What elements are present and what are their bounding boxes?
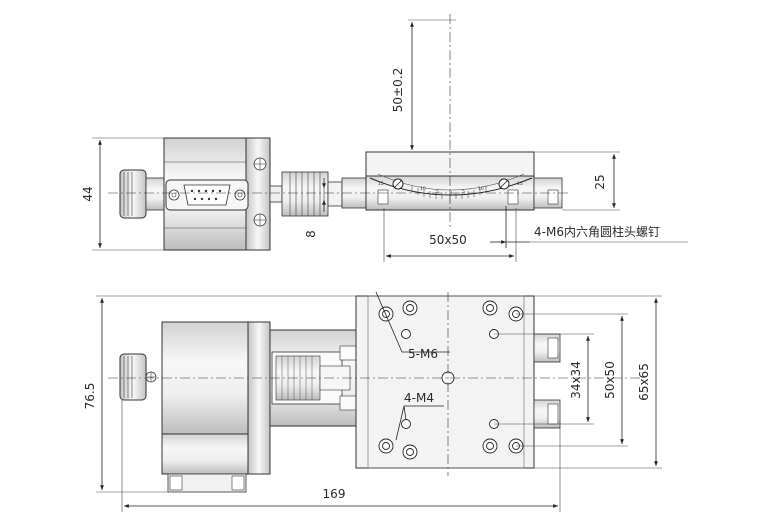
scale-label: 15 [378,181,384,187]
top-knob [119,353,157,401]
note-5-m6: 5-M6 [375,291,450,361]
note-5-m6-label: 5-M6 [408,347,438,361]
screw-note: 4-M6内六角圆柱头螺钉 [490,206,688,248]
dim-travel-label: 50±0.2 [391,68,405,112]
dim-169: 169 [121,400,561,512]
dim-65x65-label: 65x65 [637,363,651,401]
dim-height-44: 44 [81,137,164,251]
dim-50x50-top: 50x50 [516,313,628,447]
top-motor-body [161,321,271,493]
top-view: 5-M6 4-M4 76.5 169 34x34 [83,291,662,512]
dim-34x34-label: 34x34 [569,361,583,399]
scale-label: 10 [420,186,426,192]
stage-body: 15 10 5 0 5 10 15 [341,151,563,211]
db9-connector [165,179,249,211]
scale-label: 10 [478,186,484,192]
motor-connector-knob [119,169,165,219]
dim-25-label: 25 [593,174,607,189]
mounting-holes [378,300,524,460]
dim-34x34: 34x34 [494,333,594,425]
dim-50x50-top-label: 50x50 [603,361,617,399]
scale-label: 5 [436,189,439,195]
scale-label: 5 [462,189,465,195]
shaft-coupling [269,171,343,217]
front-view: 15 10 5 0 5 10 15 44 [81,14,688,262]
dim-table-50x50: 50x50 [383,208,517,262]
dim-169-label: 169 [323,487,346,501]
dim-8-label: 8 [304,230,318,238]
dim-65x65: 65x65 [534,295,662,469]
screw-note-label: 4-M6内六角圆柱头螺钉 [534,224,660,239]
dim-height-25: 25 [534,151,620,211]
note-4-m4-label: 4-M4 [404,391,434,405]
dim-shaft-8: 8 [304,178,326,238]
dim-44-label: 44 [81,186,95,201]
dim-76-5-label: 76.5 [83,383,97,410]
note-4-m4: 4-M4 [395,391,444,441]
dim-76-5: 76.5 [83,295,356,493]
dim-travel: 50±0.2 [391,19,456,150]
scale-label: 15 [517,181,523,187]
dim-50x50-label: 50x50 [429,233,467,247]
